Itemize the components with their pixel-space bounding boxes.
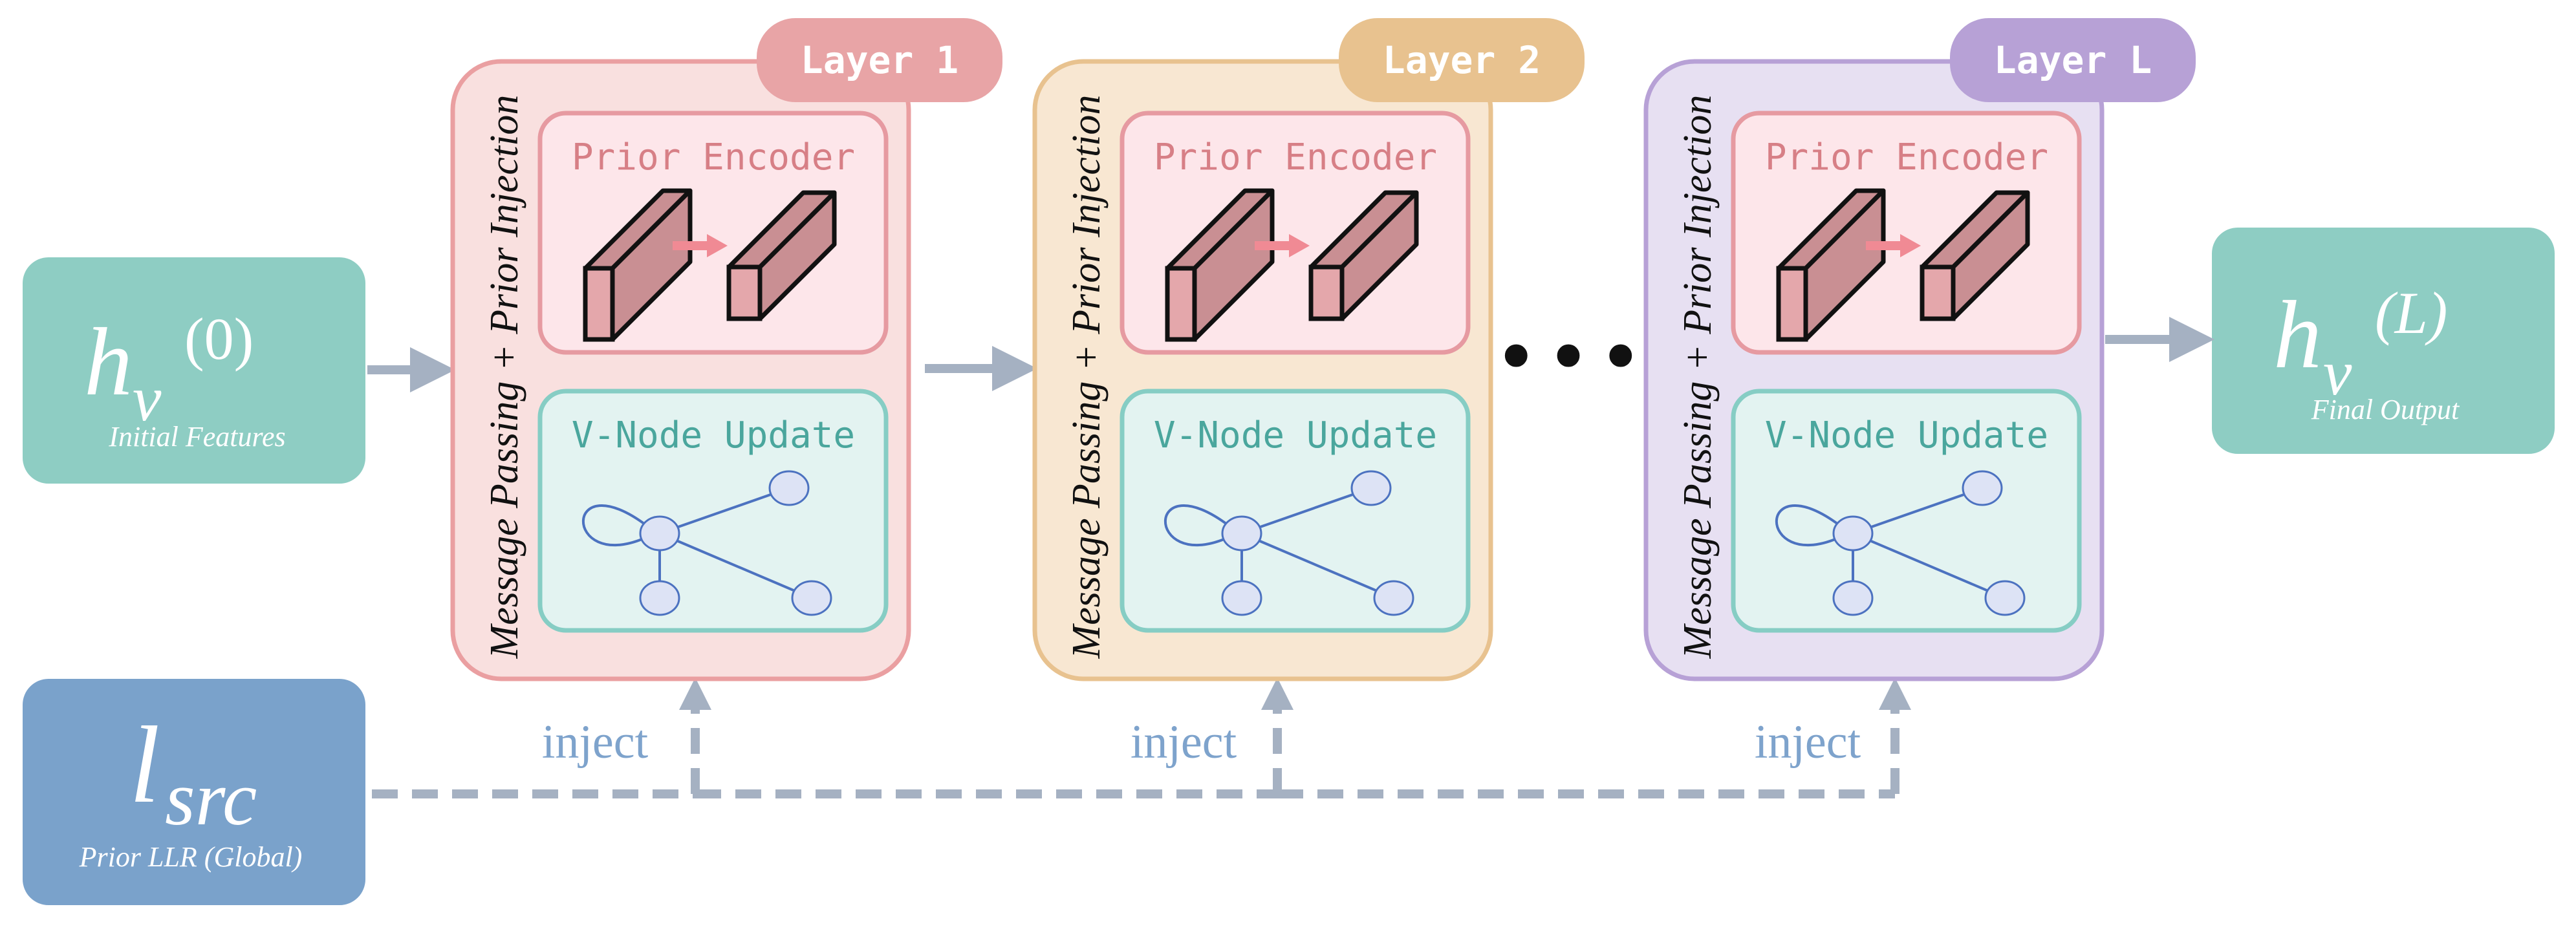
cuboid-small-icon xyxy=(1308,190,1419,321)
layer-tab: Layer 2 xyxy=(1339,18,1585,102)
inject-arrowhead-3 xyxy=(1879,678,1911,710)
layer-block-1: Layer 1 Message Passing + Prior Injection… xyxy=(450,18,1002,681)
prior-encoder-box: Prior Encoder xyxy=(537,111,889,355)
encoder-arrowhead-icon xyxy=(1289,234,1310,257)
inject-arrowhead-2 xyxy=(1261,678,1293,710)
cuboid-large-icon xyxy=(1165,188,1275,342)
prior-encoder-title: Prior Encoder xyxy=(572,136,855,178)
ellipsis: ••• xyxy=(1493,314,1650,403)
vnode-update-box: V-Node Update xyxy=(1120,389,1471,633)
inject-label: inject xyxy=(542,716,649,769)
prior-encoder-title: Prior Encoder xyxy=(1154,136,1437,178)
prior-symbol-sub: src xyxy=(165,755,257,841)
vnode-update-box: V-Node Update xyxy=(1731,389,2082,633)
layer-side-label: Message Passing + Prior Injection xyxy=(1676,95,1720,659)
output-symbol-base: h xyxy=(2273,281,2322,389)
encoder-arrowhead-icon xyxy=(707,234,728,257)
input-symbol-base: h xyxy=(84,308,133,416)
layer-side-label: Message Passing + Prior Injection xyxy=(1065,95,1109,659)
prior-encoder-box: Prior Encoder xyxy=(1731,111,2082,355)
prior-caption: Prior LLR (Global) xyxy=(79,841,303,873)
cuboid-small-icon xyxy=(1920,190,2030,321)
input-caption: Initial Features xyxy=(108,421,285,453)
inject-dashed-lines xyxy=(372,698,1900,798)
inject-arrowheads xyxy=(679,678,1911,710)
layer-tab: Layer L xyxy=(1950,18,2196,102)
output-caption: Final Output xyxy=(2311,394,2460,425)
layer-tab-label: Layer 1 xyxy=(801,38,958,82)
graph-icon xyxy=(1164,470,1414,616)
inject-label: inject xyxy=(1755,716,1861,769)
prior-encoder-box: Prior Encoder xyxy=(1120,111,1471,355)
graph-icon xyxy=(581,470,832,616)
output-box: h v (L) Final Output xyxy=(2212,228,2555,454)
layer-block-3: Layer L Message Passing + Prior Injection… xyxy=(1643,18,2196,681)
input-symbol-sub: v xyxy=(133,363,162,434)
prior-symbol-base: l xyxy=(129,704,160,826)
vnode-update-title: V-Node Update xyxy=(1765,414,2048,456)
layer-tab: Layer 1 xyxy=(757,18,1002,102)
vnode-update-title: V-Node Update xyxy=(1154,414,1437,456)
output-symbol-sub: v xyxy=(2323,337,2352,409)
input-features-box: h v (0) Initial Features xyxy=(23,257,365,484)
inject-label: inject xyxy=(1131,716,1237,769)
vnode-update-box: V-Node Update xyxy=(537,389,889,633)
cuboid-large-icon xyxy=(583,188,693,342)
layer-side-label: Message Passing + Prior Injection xyxy=(482,95,526,659)
output-symbol-sup: (L) xyxy=(2375,280,2447,346)
graph-icon xyxy=(1775,470,2026,616)
cuboid-large-icon xyxy=(1776,188,1886,342)
prior-llr-box: l src Prior LLR (Global) xyxy=(23,679,365,905)
cuboid-small-icon xyxy=(726,190,837,321)
layer-block-2: Layer 2 Message Passing + Prior Injection… xyxy=(1032,18,1585,681)
input-symbol-sup: (0) xyxy=(184,306,254,372)
layer-tab-label: Layer 2 xyxy=(1383,38,1541,82)
layers-group: Layer 1 Message Passing + Prior Injection… xyxy=(450,18,2196,769)
vnode-update-title: V-Node Update xyxy=(572,414,855,456)
inject-arrowhead-1 xyxy=(679,678,711,710)
layer-tab-label: Layer L xyxy=(1994,38,2152,82)
encoder-arrowhead-icon xyxy=(1900,234,1921,257)
prior-encoder-title: Prior Encoder xyxy=(1765,136,2048,178)
